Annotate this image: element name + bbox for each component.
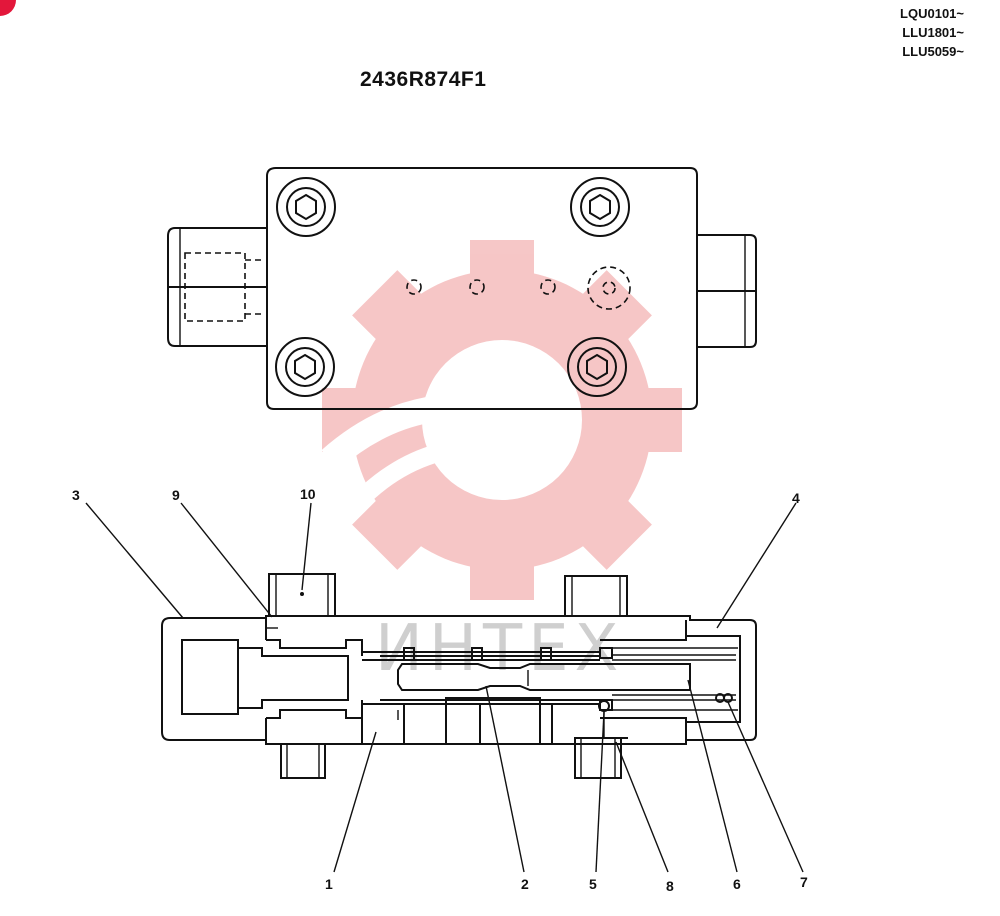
port-2 [469, 279, 485, 295]
watermark-gear [321, 240, 682, 600]
corner-logo [0, 0, 16, 16]
callout-6: 6 [733, 876, 741, 892]
port-3 [540, 279, 556, 295]
serial-range-2: LLU1801~ [902, 25, 964, 40]
bolt-top-left [276, 177, 336, 237]
part-number: 2436R874F1 [360, 68, 487, 91]
serial-range-3: LLU5059~ [902, 44, 964, 59]
serial-range-1: LQU0101~ [900, 6, 964, 21]
callout-1: 1 [325, 876, 333, 892]
port-1 [406, 279, 422, 295]
callout-10: 10 [300, 486, 316, 502]
callouts: 3 9 10 4 1 2 5 8 6 7 [72, 486, 808, 894]
section-view [161, 573, 757, 779]
bolt-top-right [570, 177, 630, 237]
bolt-bottom-left [275, 337, 335, 397]
callout-4: 4 [792, 490, 800, 506]
callout-7: 7 [800, 874, 808, 890]
callout-2: 2 [521, 876, 529, 892]
port-4 [587, 266, 631, 310]
callout-9: 9 [172, 487, 180, 503]
callout-3: 3 [72, 487, 80, 503]
callout-5: 5 [589, 876, 597, 892]
serial-range-list: LQU0101~ LLU1801~ LLU5059~ [900, 4, 964, 61]
top-view [167, 167, 757, 410]
watermark-text: ИНТЕХ [375, 612, 624, 686]
leader-lines [85, 502, 804, 873]
bolt-bottom-right [567, 337, 627, 397]
callout-8: 8 [666, 878, 674, 894]
